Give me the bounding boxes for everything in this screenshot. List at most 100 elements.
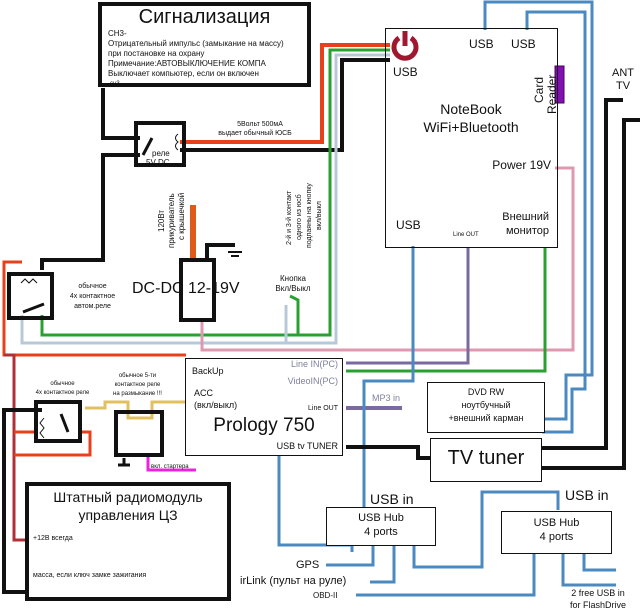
relay-5v-note-1: 5Вольт 500мА [237,121,283,128]
wire-ant-2 [540,118,640,470]
alarm-line-1: СН3- [108,29,127,38]
notebook-title-2: WiFi+Bluetooth [423,119,519,135]
radio-module-plus12: +12В всегда [33,535,73,542]
hub1-usb-in: USB in [370,491,414,507]
prology-line-in: Line IN(PC) [290,359,338,369]
wire-mass [2,408,42,594]
auto-relay-label-1: обычное [78,283,107,290]
wire-irlink [370,545,396,584]
alarm-box: Сигнализация СН3- Отрицательный импульс … [98,2,311,87]
prology-video-in: VideoIN(PC) [287,376,338,386]
hub1-gps: GPS [296,559,320,571]
hub1-line-2: 4 ports [364,526,398,538]
notebook-line-out: Line OUT [453,232,479,238]
wire-relay-black [180,58,390,152]
wire-usb-tv-tuner [277,455,354,552]
relay-5v-label-1: реле [152,149,170,158]
dvd-line-1: DVD RW [467,387,505,397]
radio-module-line-2: управления ЦЗ [78,507,178,523]
prology-acc-2: (вкл/выкл) [194,400,238,410]
wire-monitor [346,247,547,373]
hub1-line-1: USB Hub [358,512,404,524]
notebook-power-19v: Power 19V [492,158,551,172]
hub1-irlink: irLink (пульт на руле) [240,575,347,587]
wire-ant-1 [540,98,623,450]
power-icon [391,31,419,61]
hub2-free-1: 2 free USB in [571,588,625,598]
wire-free-usb-1 [561,548,616,587]
starter-label: вкл. стартера [151,464,189,470]
wire-green-button-tip [289,294,300,335]
wire-starter [146,455,196,472]
wire-free-usb-2 [582,548,616,572]
wire-relay-to-autorelay [40,153,140,270]
alarm-pin-label: сн3 [110,81,120,87]
wire-5v-red [180,43,390,144]
hub2-line-2: 4 ports [539,531,574,543]
power-button-label-2: Вкл/Выкл [275,284,311,293]
auto-relay-label-3: автом.реле [74,303,111,310]
notebook-monitor-2: монитор [505,225,549,237]
relay5-small [114,410,164,457]
relay-5v: реле 5V DC [134,121,186,167]
relay4-label-1: обычное [50,381,75,387]
alarm-line-4: Примечание:АВТОВЫКЛЮЧЕНИЕ КОМПА [108,59,266,68]
relay5-label-1: обычное 5-ти [118,373,157,379]
wire-green-button [40,48,390,337]
ant-tv-label-1: ANT [612,67,634,79]
relay4-coil-icon [39,417,45,439]
mp3-in-label: MP3 in [372,393,401,403]
usb-hub-1: USB Hub 4 ports [326,507,436,546]
relay-5v-label-2: 5V DC [146,158,170,167]
card-reader-label-2: Reader [545,74,559,114]
relay4-label-2: 4х контактное реле [35,390,90,396]
notebook-monitor-1: Внешний [502,211,549,223]
radio-module-mass: масса, если ключ замке зажигания [33,572,147,579]
notebook-usb-top-2: USB [511,37,536,51]
dvd-line-3: +внешний карман [448,413,524,423]
relay4-small [34,400,82,443]
dvd-line-2: ноутбучный [461,400,511,410]
card-reader-slot [554,65,565,104]
hub2-free-2: for FlashDrive [569,600,626,610]
wire-alarm-to-relay [101,88,140,140]
autorelay-coil-icon [20,278,38,284]
relay-5v-coil-icon [175,133,179,151]
wire-usb-notebook-hub [362,246,415,510]
wire-red-left [2,260,186,357]
button-note-2: одного из юсб [296,194,303,240]
ant-tv-label-2: TV [615,80,631,92]
autorelay-switch-icon [22,302,45,314]
wire-grey-blue [20,53,390,345]
wire-usb-top-1 [483,0,594,421]
tv-tuner: TV tuner [430,438,542,482]
notebook-usb-top-1: USB [469,37,494,51]
relay5-label-3: на размыкание !!! [113,391,162,397]
button-note-3: подпаяны на кнопку [306,183,313,248]
cigarette-label-3: с крышечкой [177,192,186,240]
prology-usb-tuner: USB tv TUNER [276,441,338,451]
button-note-4: вкл/выкл [316,201,323,230]
relay5-label-2: контактное реле [114,382,161,388]
wire-hub-link [412,490,560,569]
wire-power-19v [200,166,575,352]
radio-module-line-1: Штатный радиомодуль [53,489,203,505]
alarm-title: Сигнализация [138,6,271,28]
wire-line-out-notebook [346,248,470,365]
hub2-usb-in: USB in [565,487,609,503]
notebook-usb-bottom: USB [396,218,421,232]
radio-module: Штатный радиомодуль управления ЦЗ +12В в… [25,482,231,601]
usb-hub-2: USB Hub 4 ports [501,511,612,554]
button-note-1: 2-й и 3-й контакт [286,190,293,245]
wire-relay4-red-2 [14,430,92,457]
wire-obd [356,552,536,597]
wire-usb-top-2 [525,10,587,434]
wire-tv-tuner-prology [346,445,430,460]
relay-5v-note-2: выдает обычный ЮСБ [218,130,292,137]
cigarette-label-1: 120Вт [157,209,166,232]
hub2-line-1: USB Hub [533,517,580,529]
notebook-title-1: NoteBook [440,101,502,117]
dcdc-label: DC-DC 12-19V [132,280,240,297]
alarm-line-5: Выключает компьютер, если он включен [108,69,259,78]
